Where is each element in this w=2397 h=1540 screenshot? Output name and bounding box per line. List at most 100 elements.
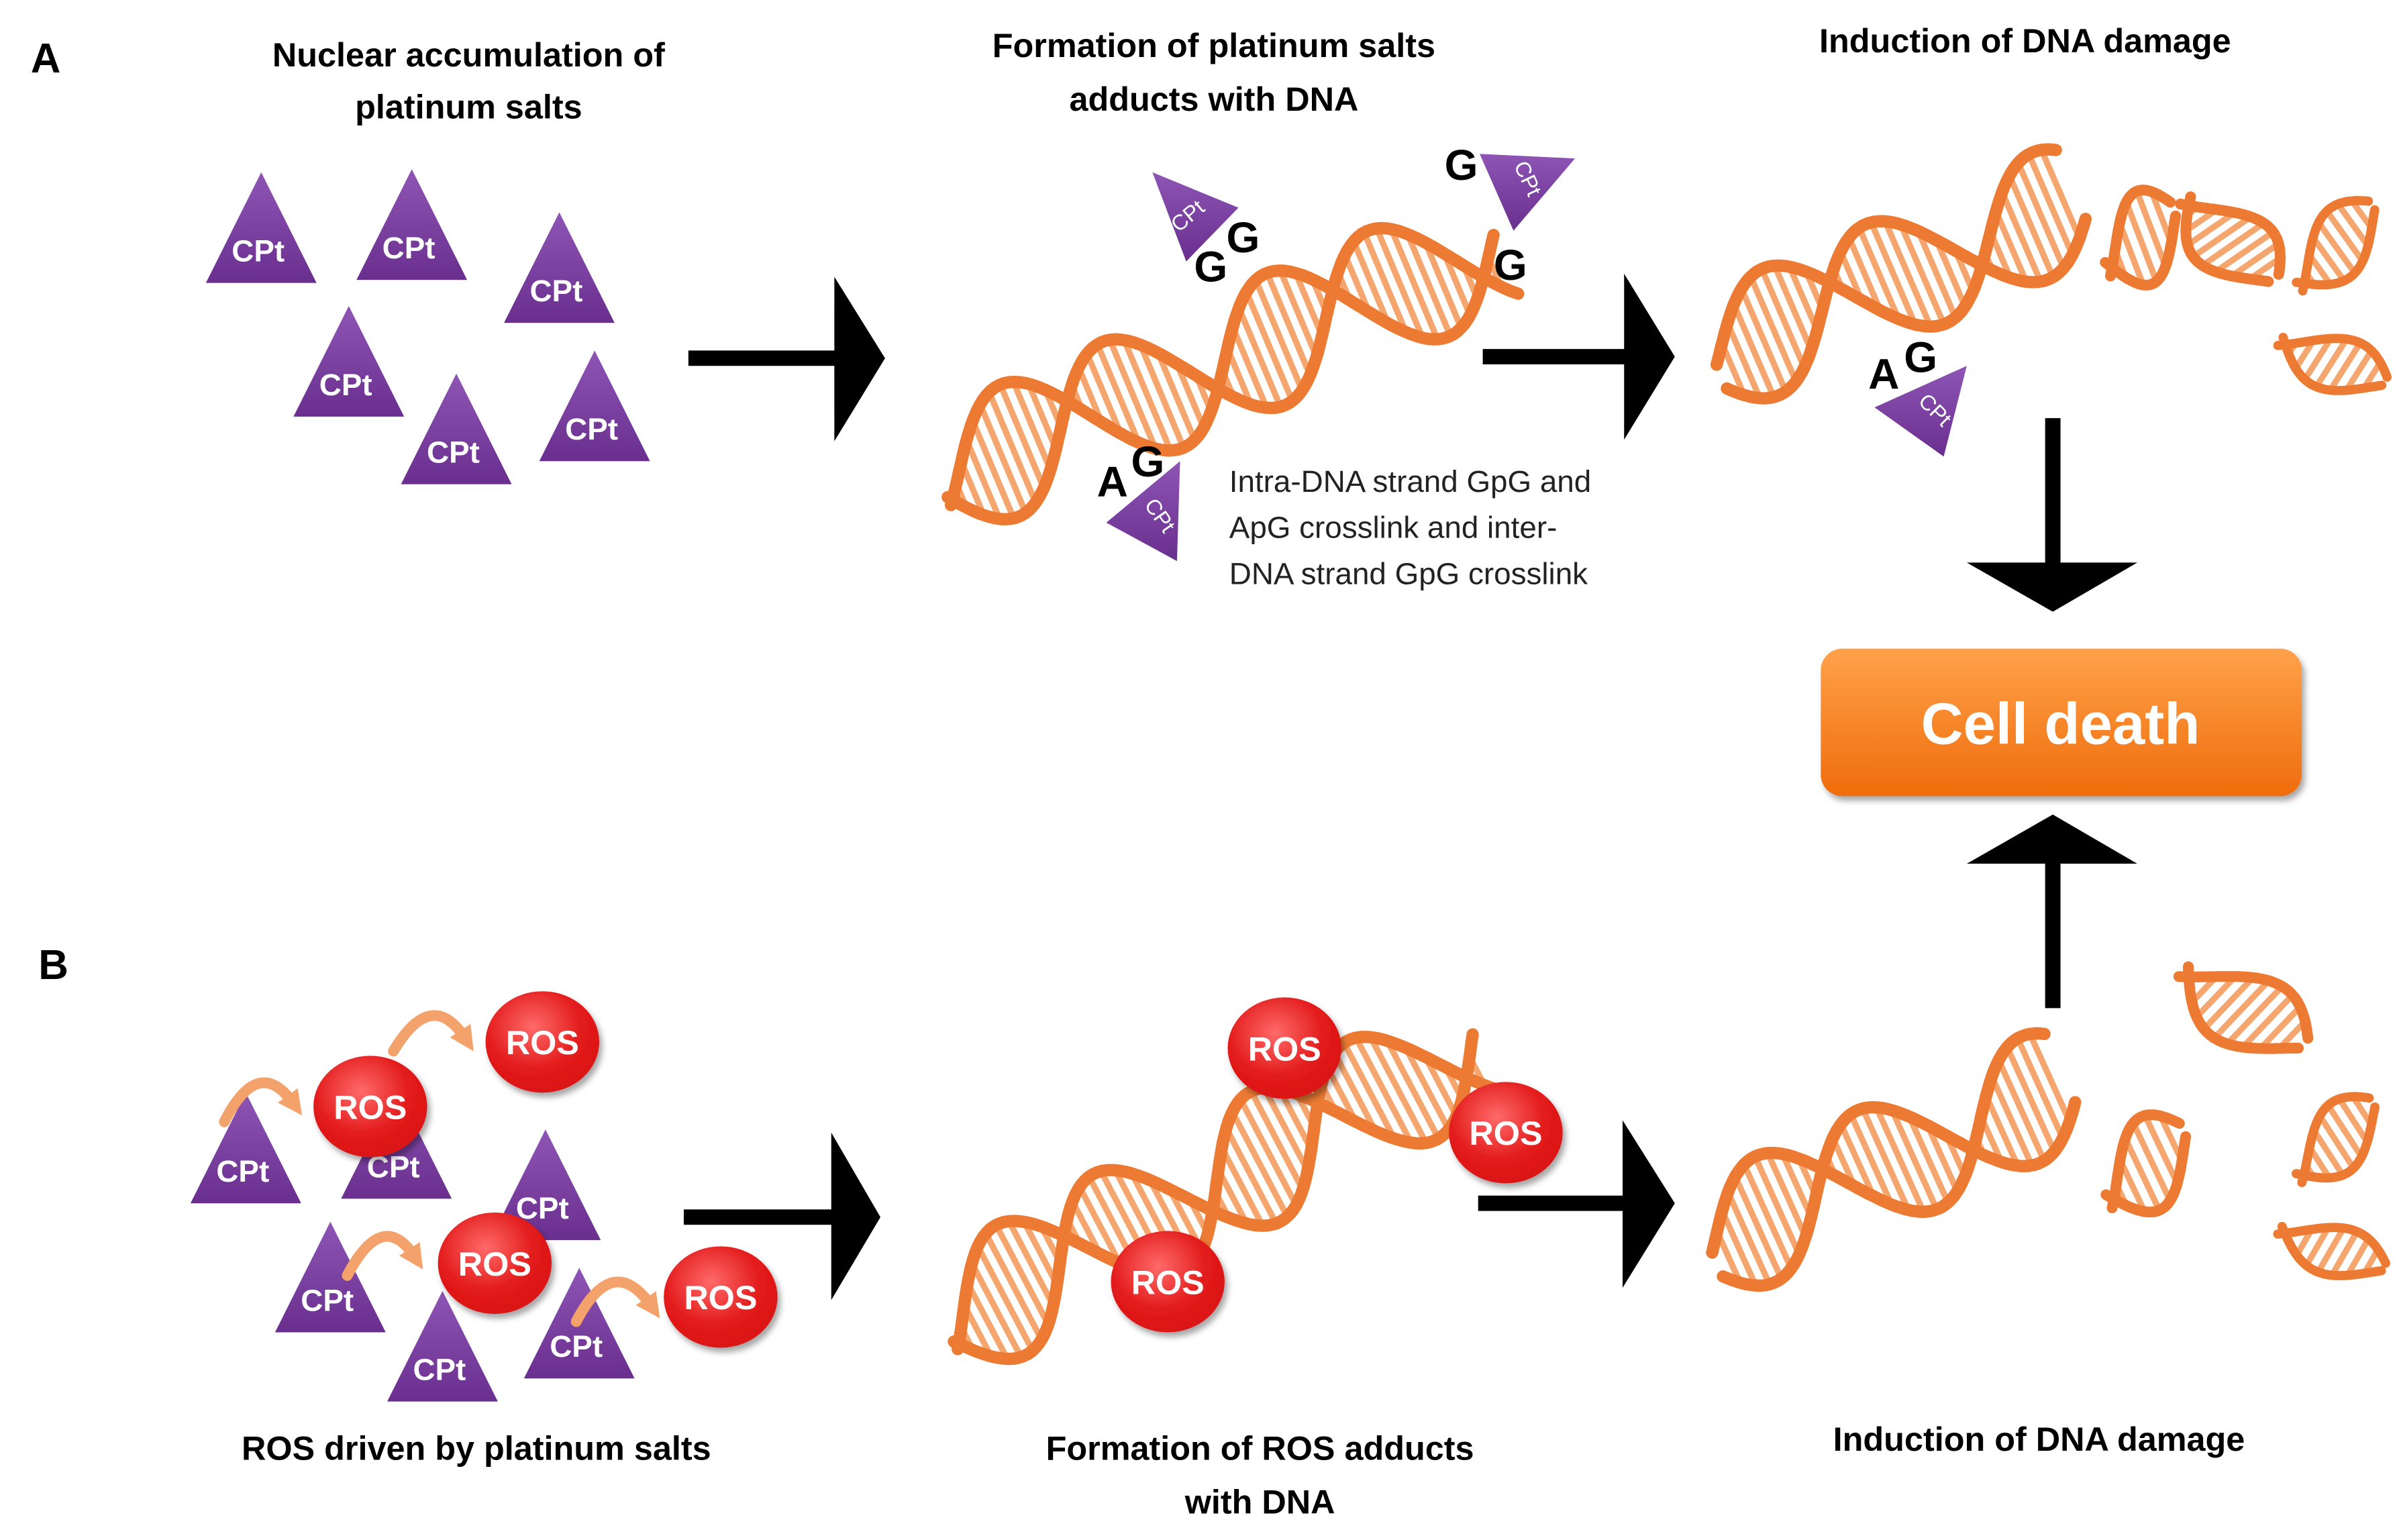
ros-transfer-arrow [342, 1231, 423, 1281]
dna-base-pair [1915, 227, 1959, 321]
cisplatin-triangle [205, 172, 317, 283]
ros-molecule: ROS [1227, 997, 1341, 1099]
dna-base-letter: A [1097, 458, 1128, 506]
dna-base-letter: G [1445, 141, 1478, 189]
dna-base-pair [1859, 1105, 1912, 1213]
cisplatin-molecule: CPt [274, 1221, 386, 1333]
ros-label: ROS [1131, 1263, 1205, 1301]
dna-base-pair [1924, 1122, 1961, 1194]
dna-base-pair [1292, 270, 1325, 340]
crosslink-note-line2: ApG crosslink and inter- [1229, 511, 1558, 545]
ros-dna-adducts: ROS ROS ROS [1111, 997, 1563, 1333]
dna-base-pair [1983, 1092, 2021, 1169]
ros-cluster: ROS ROS ROS ROS [313, 991, 778, 1348]
damaged-dna-helix [1710, 143, 2092, 405]
arrow-head [831, 1132, 881, 1300]
ros-circle [1449, 1082, 1563, 1184]
dna-base-pair [1725, 1189, 1773, 1288]
dna-base-pair [2314, 1225, 2347, 1276]
ros-label: ROS [684, 1278, 757, 1317]
dna-base-pair [1084, 350, 1124, 437]
dna-base-pair [2327, 340, 2363, 394]
dna-backbone-strand [952, 1028, 1479, 1355]
ros-molecule: ROS [664, 1246, 778, 1348]
dna-base-pair [1724, 319, 1764, 401]
cisplatin-triangle [1874, 366, 1967, 457]
platinum-dna-adduct: CPt A G [1097, 438, 1180, 562]
dna-base-pair [2310, 1127, 2346, 1178]
panel-b-step1-title: ROS driven by platinum salts [242, 1429, 711, 1468]
dna-base-pair [1223, 1125, 1280, 1227]
panel-b-letter: B [38, 942, 68, 988]
cisplatin-triangle [1480, 154, 1575, 231]
cisplatin-triangle [401, 373, 512, 484]
cisplatin-label: CPt [550, 1329, 603, 1364]
dna-base-pair [2315, 219, 2358, 276]
dna-base-pair [977, 401, 1029, 517]
arrow-head [1966, 814, 2138, 864]
dna-base-pair [982, 1230, 1045, 1343]
dna-backbone-strand [2173, 971, 2314, 1044]
dna-double-helix [941, 221, 1525, 525]
cisplatin-label: CPt [319, 368, 372, 402]
dna-base-pair [2184, 209, 2238, 248]
dna-base-pair [2122, 1135, 2163, 1214]
ros-label: ROS [458, 1245, 531, 1283]
dna-base-pair [2116, 220, 2147, 289]
dna-base-pair [997, 381, 1048, 492]
dna-base-pair [1076, 1184, 1123, 1267]
dna-base-pair [1719, 1208, 1759, 1289]
cisplatin-triangle [504, 212, 615, 323]
dna-base-pair [1229, 323, 1270, 411]
cisplatin-molecule-cluster: CPt CPt CPt CPt CPt CPt [205, 169, 650, 484]
arrow-head [1624, 273, 1675, 440]
dna-base-pair [2038, 146, 2083, 242]
dna-base-letter: G [1226, 213, 1260, 262]
platinum-dna-adduct: CPt G G [1445, 141, 1575, 289]
dna-base-pair [986, 389, 1039, 506]
dna-base-pair [2229, 240, 2282, 279]
dna-base-pair [2116, 1157, 2148, 1215]
dna-base-pair [2123, 199, 2160, 285]
cisplatin-triangle [274, 1221, 386, 1333]
dna-backbone-strand [2292, 205, 2380, 290]
ros-molecule: ROS [313, 1056, 427, 1158]
panel-b-step2-title-line2: with DNA [1184, 1483, 1335, 1521]
dna-backbone-strand [2298, 196, 2374, 296]
dna-fragment [2292, 196, 2380, 296]
cisplatin-label: CPt [382, 231, 436, 265]
dna-base-pair [2193, 973, 2239, 1021]
cisplatin-molecule: CPt [490, 1129, 601, 1241]
ros-molecule: ROS [438, 1212, 552, 1315]
dna-base-pair [1252, 276, 1305, 394]
dna-fragment [2175, 191, 2286, 287]
crosslink-note-line1: Intra-DNA strand GpG and [1229, 464, 1591, 499]
dna-base-pair [1174, 360, 1207, 431]
dna-base-pair [2302, 335, 2334, 383]
cisplatin-molecule: CPt [356, 169, 468, 280]
dna-base-pair [1758, 266, 1808, 371]
cell-death-label: Cell death [1921, 692, 2200, 757]
dna-base-pair [2336, 1095, 2371, 1145]
dna-base-pair [1856, 224, 1902, 322]
ros-label: ROS [1248, 1029, 1321, 1068]
dna-backbone-strand [2277, 1221, 2386, 1280]
cisplatin-molecule: CPt [504, 212, 615, 323]
dna-base-pair [2190, 213, 2254, 260]
cell-death-background [1821, 648, 2302, 797]
ros-transfer-arrow [570, 1276, 660, 1327]
panel-a-step1-title-line1: Nuclear accumulation of [272, 36, 665, 74]
dna-base-pair [1422, 239, 1464, 331]
dna-base-pair [1741, 1161, 1794, 1272]
dna-base-pair [1350, 238, 1391, 327]
dna-backbone-strand [2278, 332, 2387, 395]
ros-label: ROS [1469, 1114, 1542, 1152]
cisplatin-triangle [1152, 172, 1239, 262]
dna-base-pair [1229, 1109, 1290, 1220]
dna-base-pair [1243, 289, 1296, 405]
dna-base-pair [2200, 974, 2257, 1032]
dna-base-pair [2335, 201, 2372, 250]
cell-death-box: Cell death [1821, 648, 2302, 797]
arrow-up [1966, 814, 2138, 1009]
dna-base-pair [1747, 273, 1799, 385]
